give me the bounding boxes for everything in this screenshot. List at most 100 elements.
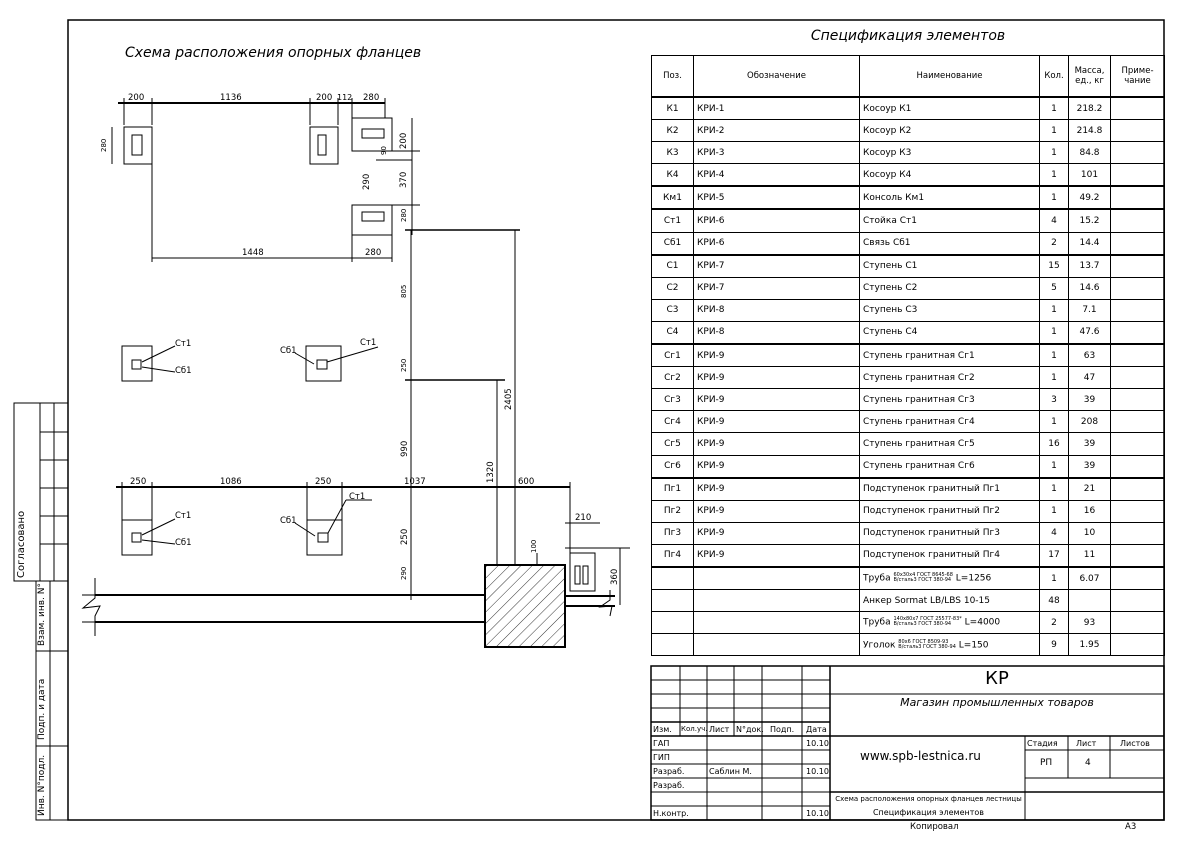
table-cell: КРИ-1 xyxy=(693,96,860,121)
dim-label: 1320 xyxy=(486,461,496,483)
table-cell xyxy=(1110,388,1165,412)
dim-label: 2405 xyxy=(504,388,514,410)
flange-plate xyxy=(305,345,342,382)
table-cell: КРИ-3 xyxy=(693,141,860,165)
spec-header: Обозначение xyxy=(693,55,860,98)
table-cell: Сг5 xyxy=(651,432,694,456)
dim-label: 280 xyxy=(400,208,408,222)
dim-label: 280 xyxy=(363,93,380,103)
spec-header: Приме-чание xyxy=(1110,55,1165,98)
table-cell xyxy=(1110,499,1165,523)
tb-role: ГИП xyxy=(653,753,670,762)
table-cell: КРИ-9 xyxy=(693,388,860,412)
table-cell: КРИ-8 xyxy=(693,320,860,345)
table-cell: Ступень С4 xyxy=(859,320,1040,345)
spec-header: Поз. xyxy=(651,55,694,98)
table-cell: К3 xyxy=(651,141,694,165)
tb-head: N°док. xyxy=(736,725,764,734)
side-stamp xyxy=(13,402,69,821)
table-cell: 15 xyxy=(1039,253,1069,278)
tb-sheet: 4 xyxy=(1085,758,1091,768)
table-cell: Консоль Км1 xyxy=(859,185,1040,210)
table-cell: КРИ-9 xyxy=(693,521,860,545)
table-cell: 4 xyxy=(1039,208,1069,233)
table-cell: 1 xyxy=(1039,185,1069,210)
table-cell: Подступенок гранитный Пг1 xyxy=(859,476,1040,501)
dim-label: 200 xyxy=(316,93,333,103)
table-cell: 11 xyxy=(1068,543,1111,568)
flange-plate xyxy=(569,552,596,592)
spec-table: Поз. Обозначение Наименование Кол. Масса… xyxy=(651,55,1165,657)
flange-plate xyxy=(351,204,393,236)
tb-head: Кол.уч. xyxy=(681,725,708,733)
table-cell: Ступень гранитная Сг4 xyxy=(859,410,1040,434)
table-cell: 1 xyxy=(1039,410,1069,434)
dim-label: 250 xyxy=(315,477,332,487)
dim-label: 100 xyxy=(530,539,538,553)
dim-label: 200 xyxy=(399,132,409,149)
table-cell xyxy=(1110,454,1165,479)
tb-sheets-head: Листов xyxy=(1120,739,1150,748)
dim-label: 805 xyxy=(400,284,408,298)
tb-date: 10.10 xyxy=(806,809,829,818)
table-cell: КРИ-7 xyxy=(693,253,860,278)
table-cell: 2 xyxy=(1039,231,1069,256)
table-cell: Связь Сб1 xyxy=(859,231,1040,256)
dim-label: 200 xyxy=(128,93,145,103)
table-cell: Сг2 xyxy=(651,366,694,390)
side-agreed: Согласовано xyxy=(16,510,27,578)
dim-label: 1448 xyxy=(242,248,264,258)
table-cell: КРИ-9 xyxy=(693,476,860,501)
table-cell: Подступенок гранитный Пг2 xyxy=(859,499,1040,523)
table-cell: КРИ-9 xyxy=(693,543,860,568)
flange-plate xyxy=(121,519,153,556)
table-cell: Пг3 xyxy=(651,521,694,545)
table-cell: Ступень С3 xyxy=(859,298,1040,322)
tb-head: Подп. xyxy=(770,725,795,734)
table-cell: 4 xyxy=(1039,521,1069,545)
flange-plate xyxy=(121,345,153,382)
table-cell: Пг4 xyxy=(651,543,694,568)
dim-label: 210 xyxy=(575,513,592,523)
side-vzam: Взам. инв. N° xyxy=(37,583,47,646)
table-cell: 39 xyxy=(1068,388,1111,412)
dim-label: 1136 xyxy=(220,93,242,103)
tb-head: Лист xyxy=(709,725,730,734)
table-cell: 39 xyxy=(1068,432,1111,456)
table-cell: 49.2 xyxy=(1068,185,1111,210)
spec-header: Наименование xyxy=(859,55,1040,98)
dim-label: 1086 xyxy=(220,477,242,487)
dim-label: 250 xyxy=(400,528,410,545)
object-name: Магазин промышленных товаров xyxy=(900,696,1094,709)
table-cell: Ступень С2 xyxy=(859,276,1040,300)
member-label: Сб1 xyxy=(175,366,192,376)
table-cell: Ступень гранитная Сг6 xyxy=(859,454,1040,479)
doc-code: КР xyxy=(985,668,1009,689)
member-label: Ст1 xyxy=(360,338,377,348)
member-label: Сб1 xyxy=(280,346,297,356)
table-cell: 218.2 xyxy=(1068,96,1111,121)
table-cell: Км1 xyxy=(651,185,694,210)
table-cell: Косоур К4 xyxy=(859,163,1040,187)
tb-head: Изм. xyxy=(653,725,672,734)
spec-cell-name: Анкер Sormat LB/LBS 10-15 xyxy=(859,589,1040,613)
tb-stage-head: Стадия xyxy=(1027,739,1058,748)
table-cell: 21 xyxy=(1068,476,1111,501)
tb-stage: РП xyxy=(1040,758,1053,768)
dim-label: 600 xyxy=(518,477,535,487)
table-cell: С1 xyxy=(651,253,694,278)
table-cell: 1 xyxy=(1039,499,1069,523)
spec-header: Кол. xyxy=(1039,55,1069,98)
table-cell: К2 xyxy=(651,119,694,143)
